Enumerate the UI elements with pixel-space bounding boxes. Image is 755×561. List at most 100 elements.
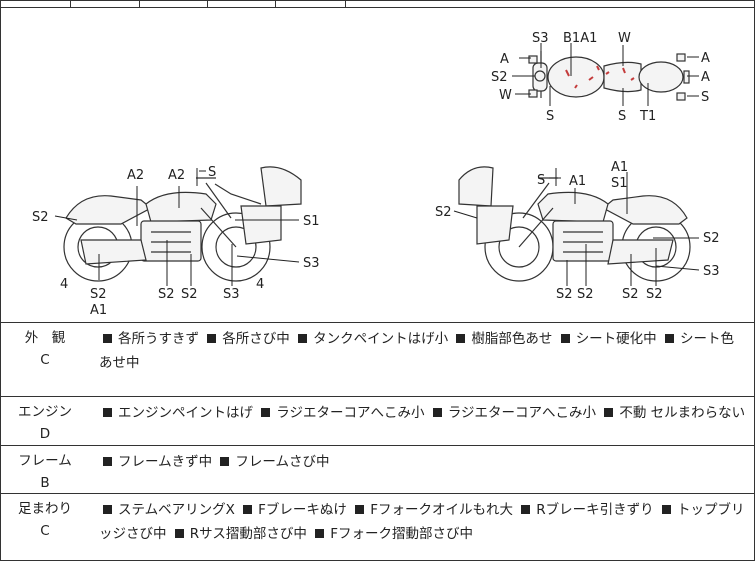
bullet-square-icon [220,457,230,466]
condition-item-text: フレームさび中 [235,454,330,470]
left-label: 4 [60,277,68,292]
motorcycle-diagram-svg: S3 B1A1 W A S2 W A A S S S T1 [32,31,720,318]
condition-item-text: Rブレーキ引きずり [536,502,654,518]
bullet-square-icon [661,505,671,514]
condition-item-text: タンクペイントはげ小 [313,331,449,347]
row-category: 足まわり C [1,494,89,542]
left-label: S3 [303,256,320,271]
right-side-view: A1 S1 S A1 S2 S2 S3 S2 S2 S2 S2 [435,160,720,302]
bullet-square-icon [103,334,112,343]
condition-item-text: エンジンペイントはげ [118,405,253,421]
top-view: S3 B1A1 W A S2 W A A S S S T1 [491,31,710,124]
header-cell [1,1,71,7]
category-label: 足まわり [18,501,72,517]
condition-item: Fブレーキぬけ [239,502,347,518]
top-label: S3 [532,31,549,46]
top-label: B1A1 [563,31,597,46]
row-engine: エンジン D エンジンペイントはげ ラジエターコアへこみ小 ラジエターコアへこみ… [1,396,754,445]
condition-item-text: 各所うすきず [118,331,199,347]
left-label: S2 [158,287,175,302]
bullet-square-icon [560,334,570,343]
condition-item: タンクペイントはげ小 [294,331,448,347]
category-label: フレーム [18,453,72,469]
right-label: A1 [569,174,586,189]
row-items: ステムベアリングX Fブレーキぬけ Fフォークオイルもれ大 Rブレーキ引きずり … [99,498,746,546]
condition-item-text: 不動 セルまわらない [619,405,746,421]
bullet-square-icon [103,505,112,514]
category-label: 外 観 [24,330,66,346]
category-grade: C [40,352,50,368]
left-label: 4 [256,277,264,292]
condition-item: 各所うすきず [99,331,199,347]
bullet-square-icon [243,505,253,514]
condition-item: Rブレーキ引きずり [517,502,654,518]
bullet-square-icon [103,408,112,417]
left-label: S2 [90,287,107,302]
bullet-square-icon [604,408,614,417]
left-label: A2 [127,168,144,183]
condition-item: Fフォークオイルもれ大 [351,502,513,518]
row-frame: フレーム B フレームきず中 フレームさび中 [1,445,754,493]
bullet-square-icon [521,505,531,514]
left-label: S1 [303,214,320,229]
row-suspension: 足まわり C ステムベアリングX Fブレーキぬけ Fフォークオイルもれ大 Rブレ… [1,493,754,560]
top-label: S [618,109,626,124]
right-label: S2 [556,287,573,302]
condition-item-text: ステムベアリングX [118,502,235,518]
bullet-square-icon [664,334,674,343]
left-label: S2 [32,210,49,225]
condition-item: シート色あせ中 [99,331,734,371]
bullet-square-icon [207,334,217,343]
left-label: S [208,165,216,180]
right-label: S2 [703,231,720,246]
top-label: S2 [491,70,508,85]
condition-item-text: 各所さび中 [222,331,290,347]
header-cell [275,1,346,7]
category-label: エンジン [18,404,72,420]
right-label: S2 [646,287,663,302]
condition-item: トップブリッジさび中 [99,502,744,542]
condition-item-text: 樹脂部色あせ [471,331,553,347]
condition-item: 各所さび中 [203,331,290,347]
right-label: S1 [611,176,628,191]
left-label: S3 [223,287,240,302]
top-label: A [701,70,710,85]
header-cell [139,1,208,7]
top-label: W [618,31,631,46]
right-label: S3 [703,264,720,279]
condition-item-text: ラジエターコアへこみ小 [447,405,597,421]
category-grade: D [39,426,51,442]
top-label: A [500,52,509,67]
left-label: A1 [90,303,107,318]
bullet-square-icon [261,408,271,417]
condition-item-text: シート色あせ中 [99,331,734,371]
bullet-square-icon [315,529,325,538]
left-label: A2 [168,168,185,183]
condition-rows: 外 観 C 各所うすきず 各所さび中 タンクペイントはげ小 樹脂部色あせ シート… [1,322,754,560]
category-grade: C [40,523,50,539]
left-label: S2 [181,287,198,302]
row-items: フレームきず中 フレームさび中 [99,450,746,474]
damage-diagram: S3 B1A1 W A S2 W A A S S S T1 [1,8,754,322]
condition-item: シート硬化中 [557,331,657,347]
top-label: A [701,51,710,66]
header-cell [207,1,276,7]
row-category: 外 観 C [1,323,89,371]
condition-item: エンジンペイントはげ [99,405,253,421]
top-label: S [701,90,709,105]
header-table-edge [1,1,754,8]
right-label: S [537,173,545,188]
condition-item-text: Rサス摺動部さび中 [189,526,307,542]
condition-item-text: シート硬化中 [575,331,657,347]
bullet-square-icon [174,529,184,538]
bullet-square-icon [456,334,466,343]
condition-item: Fフォーク摺動部さび中 [311,526,473,542]
condition-item-text: Fフォークオイルもれ大 [370,502,513,518]
condition-item-text: フレームきず中 [118,454,213,470]
row-items: エンジンペイントはげ ラジエターコアへこみ小 ラジエターコアへこみ小 不動 セル… [99,401,746,425]
row-items: 各所うすきず 各所さび中 タンクペイントはげ小 樹脂部色あせ シート硬化中 シー… [99,327,746,375]
right-label: S2 [622,287,639,302]
bullet-square-icon [298,334,308,343]
top-label: T1 [639,109,656,124]
